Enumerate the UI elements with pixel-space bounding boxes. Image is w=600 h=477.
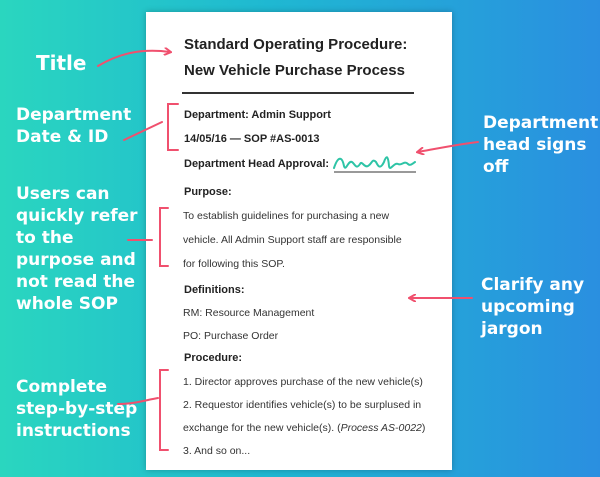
procedure-step: 2. Requestor identifies vehicle(s) to be… [183, 399, 422, 411]
department-arrow [123, 121, 163, 141]
signature-icon [333, 156, 416, 173]
purpose-bracket [159, 207, 169, 267]
callout-title-text: Title [36, 51, 87, 75]
callout-line: Complete [16, 377, 108, 397]
callout-line: jargon [481, 319, 543, 339]
callout-title: Title [36, 52, 86, 74]
callout-line: off [483, 157, 509, 177]
callout-department: Department Date & ID [16, 104, 131, 148]
callout-line: Department [16, 105, 132, 125]
definition-item: PO: Purchase Order [183, 330, 279, 342]
doc-title-line-2: New Vehicle Purchase Process [184, 62, 405, 79]
purpose-line: for following this SOP. [183, 258, 285, 270]
procedure-step-continued: exchange for the new vehicle(s). (Proces… [183, 422, 425, 434]
callout-line: step-by-step [16, 399, 138, 419]
definition-item: RM: Resource Management [183, 307, 315, 319]
callout-line: Users can [16, 184, 110, 204]
callout-line: whole SOP [16, 294, 118, 314]
steps-arrow [117, 397, 159, 405]
callout-line: purpose and [16, 250, 136, 270]
callout-line: Date & ID [16, 127, 109, 147]
process-reference: Process AS-0022 [340, 422, 422, 434]
sop-document: Standard Operating Procedure: New Vehicl… [146, 12, 452, 470]
definitions-heading: Definitions: [184, 284, 245, 296]
doc-title-line-1: Standard Operating Procedure: [184, 36, 408, 53]
callout-line: Clarify any [481, 275, 585, 295]
step-text-end: ) [421, 422, 426, 434]
callout-steps: Complete step-by-step instructions [16, 376, 137, 442]
date-id: 14/05/16 — SOP #AS-0013 [184, 133, 320, 145]
callout-line: Department [483, 113, 599, 133]
callout-department-head: Department head signs off [483, 112, 598, 178]
callout-jargon: Clarify any upcoming jargon [481, 274, 584, 340]
callout-line: head signs [483, 135, 587, 155]
department-label: Department: Admin Support [184, 109, 331, 121]
title-divider [182, 92, 414, 94]
step-text: exchange for the new vehicle(s). ( [183, 422, 341, 434]
callout-line: not read the [16, 272, 136, 292]
purpose-line: vehicle. All Admin Support staff are res… [183, 234, 402, 246]
purpose-heading: Purpose: [184, 186, 232, 198]
head-arrow [418, 141, 479, 152]
callout-line: to the [16, 228, 74, 248]
purpose-line: To establish guidelines for purchasing a… [183, 210, 390, 222]
callout-users: Users can quickly refer to the purpose a… [16, 183, 138, 315]
callout-line: quickly refer [16, 206, 138, 226]
department-bracket [167, 103, 179, 151]
steps-bracket [159, 369, 169, 451]
callout-line: instructions [16, 421, 131, 441]
title-arrow [97, 51, 170, 67]
callout-line: upcoming [481, 297, 575, 317]
approval-label: Department Head Approval: [184, 158, 330, 170]
procedure-step: 3. And so on... [183, 445, 251, 457]
procedure-step: 1. Director approves purchase of the new… [183, 376, 423, 388]
procedure-heading: Procedure: [184, 352, 243, 364]
